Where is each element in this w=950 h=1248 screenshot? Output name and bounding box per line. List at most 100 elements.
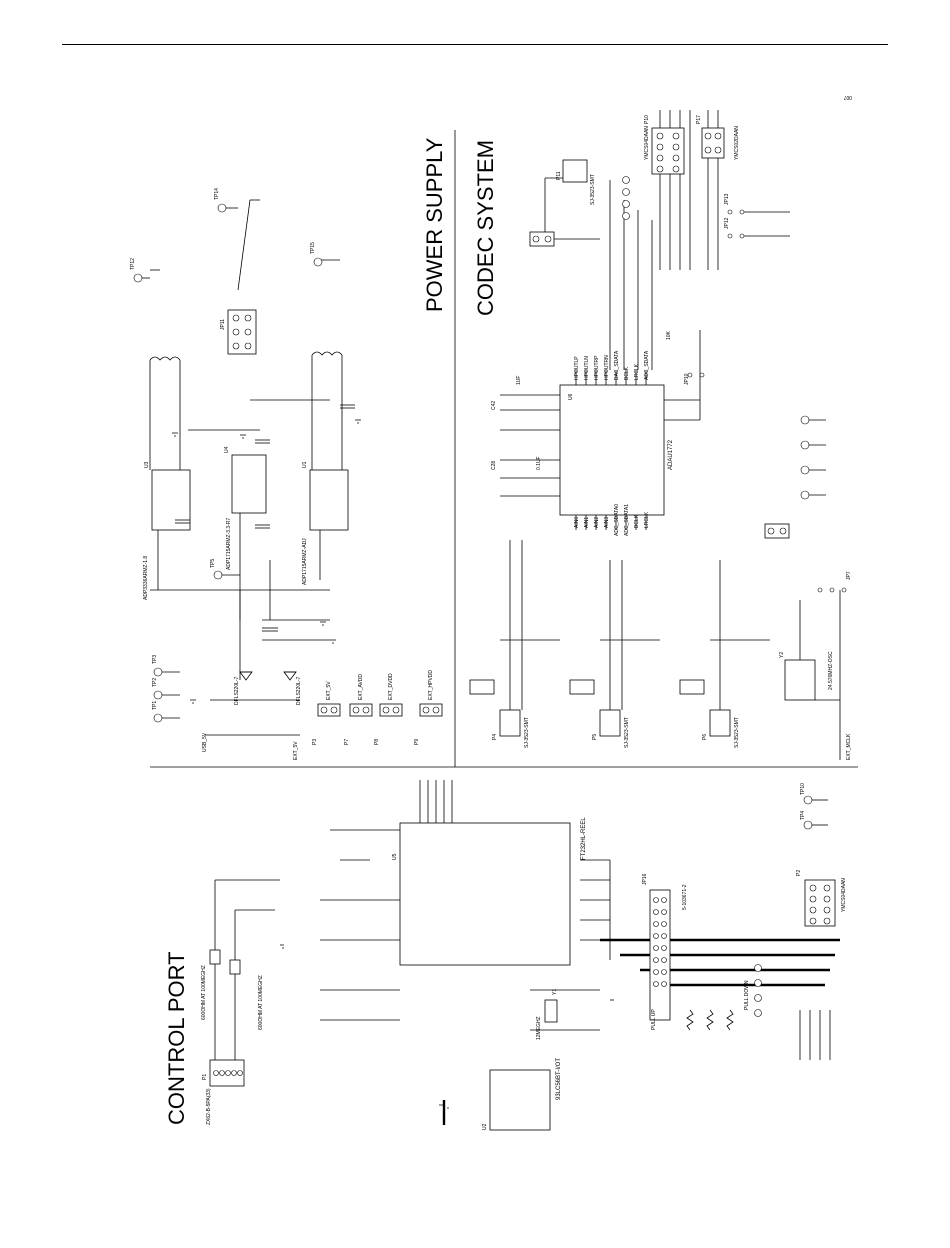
svg-text:P2: P2 xyxy=(796,870,802,876)
header-p16-top xyxy=(529,231,600,247)
svg-text:P10: P10 xyxy=(644,115,650,124)
jumper-jp13: JP13 xyxy=(724,193,790,215)
testpoint-tp5: TP5 xyxy=(210,559,240,580)
codec-ic-u6: ADAU1772 U6 xyxy=(559,384,674,516)
testpoint-tp15: TP15 xyxy=(310,242,323,267)
svg-text:1UF: 1UF xyxy=(516,376,522,385)
svg-text:HPOUTRP: HPOUTRP xyxy=(594,355,600,380)
ftdi-decoupling xyxy=(320,829,400,1021)
svg-text:JP16: JP16 xyxy=(642,873,648,885)
ftdi-bus-lines xyxy=(419,780,840,987)
svg-text:HPOUTLP: HPOUTLP xyxy=(574,356,580,380)
svg-text:0.1UF: 0.1UF xyxy=(536,456,542,470)
input-header-p8: P8 EXT_DVDD xyxy=(374,673,403,745)
svg-text:EXT_HPVDD: EXT_HPVDD xyxy=(428,670,434,700)
svg-text:EXT_5V: EXT_5V xyxy=(293,741,299,760)
section-title-codec: CODEC SYSTEM xyxy=(473,140,498,316)
testpoints-control-bottom xyxy=(754,964,762,1017)
pull-resistors: PULL UP PULL DOWN xyxy=(651,980,750,1031)
analog-input-chains xyxy=(469,540,770,710)
svg-text:P1: P1 xyxy=(202,1074,208,1080)
svg-text:600OHM AT 100MEGHZ: 600OHM AT 100MEGHZ xyxy=(258,975,264,1030)
svg-text:93LC56BT-I/OT: 93LC56BT-I/OT xyxy=(556,1058,562,1100)
svg-text:P9: P9 xyxy=(414,739,420,745)
svg-text:HPOUTRN: HPOUTRN xyxy=(604,355,610,380)
svg-text:ADAU1772: ADAU1772 xyxy=(668,439,674,470)
svg-text:HPOUTLN: HPOUTLN xyxy=(584,356,590,380)
svg-text:ADP1715ARMZ-ADJ: ADP1715ARMZ-ADJ xyxy=(302,538,308,585)
svg-text:12MEGHZ: 12MEGHZ xyxy=(536,1016,542,1040)
svg-text:TP5: TP5 xyxy=(210,559,216,568)
svg-text:10K: 10K xyxy=(666,330,672,340)
svg-text:EXT_AVDD: EXT_AVDD xyxy=(358,674,364,700)
svg-text:TP14: TP14 xyxy=(214,188,220,200)
svg-text:LRCLK: LRCLK xyxy=(644,511,650,528)
audio-jack-p4: P4 SJ-3523-SMT xyxy=(492,709,530,748)
svg-text:C42: C42 xyxy=(491,401,497,410)
svg-text:U3: U3 xyxy=(144,461,150,468)
svg-text:YMCS04DAAN: YMCS04DAAN xyxy=(841,878,847,912)
inductor-avdd xyxy=(149,356,181,470)
regulator-u1: ADP1715ARMZ-ADJ U1 xyxy=(302,461,349,585)
svg-text:SJ-3523-SMT: SJ-3523-SMT xyxy=(590,174,596,205)
audio-jack-p11: P11 SJ-3523-SMT xyxy=(544,159,596,238)
capacitors-power xyxy=(175,404,355,632)
codec-pins-bottom: AIN0 AIN1 AIN2 AIN3 ADC_SDATA0 ADC_SDATA… xyxy=(574,504,650,536)
svg-text:TP2: TP2 xyxy=(152,678,158,687)
header-rule xyxy=(62,44,888,45)
svg-text:AIN1: AIN1 xyxy=(584,517,590,528)
input-header-p3: P3 EXT_5V xyxy=(312,681,341,745)
header-p2: YMCS04DAAN P2 xyxy=(796,870,847,927)
svg-text:P7: P7 xyxy=(344,739,350,745)
input-header-p9: P9 EXT_HPVDD xyxy=(414,670,443,745)
diode-d2: DFLS220L-7 xyxy=(283,671,302,705)
svg-text:EXT_DVDD: EXT_DVDD xyxy=(388,673,394,700)
input-header-p7: P7 EXT_AVDD xyxy=(344,674,373,745)
testpoints-control: TP4 TP10 xyxy=(800,783,828,830)
svg-text:YMCS04DAAN: YMCS04DAAN xyxy=(644,126,650,160)
svg-text:TP10: TP10 xyxy=(800,783,806,795)
svg-text:AIN3: AIN3 xyxy=(604,517,610,528)
svg-text:TP1: TP1 xyxy=(152,701,158,710)
svg-text:ADP3336ARMZ-1.8: ADP3336ARMZ-1.8 xyxy=(143,556,149,600)
section-title-control: CONTROL PORT xyxy=(164,951,189,1125)
svg-text:BCLK: BCLK xyxy=(624,366,630,380)
svg-text:PULL DOWN: PULL DOWN xyxy=(744,980,750,1010)
svg-text:SJ-3523-SMT: SJ-3523-SMT xyxy=(624,717,630,748)
svg-text:ADC_SDATA0: ADC_SDATA0 xyxy=(614,504,620,536)
svg-text:DFLS220L-7: DFLS220L-7 xyxy=(234,676,240,705)
svg-text:ADC_SDATA1: ADC_SDATA1 xyxy=(624,504,630,536)
section-title-power: POWER SUPPLY xyxy=(422,137,447,312)
svg-text:P5: P5 xyxy=(592,734,598,740)
testpoints-codec-right xyxy=(800,415,826,500)
svg-text:P11: P11 xyxy=(556,171,562,180)
svg-text:5-103671-2: 5-103671-2 xyxy=(682,884,688,910)
ferrite-e2: 600OHM AT 100MEGHZ xyxy=(229,910,264,1060)
svg-text:ZX62-B-5PA(33): ZX62-B-5PA(33) xyxy=(206,1088,212,1125)
regulator-u3: ADP3336ARMZ-1.8 U3 xyxy=(143,461,191,600)
svg-text:U6: U6 xyxy=(568,393,574,400)
svg-text:DFLS220L-7: DFLS220L-7 xyxy=(296,676,302,705)
header-p16-bottom xyxy=(764,523,790,539)
codec-pin-stubs xyxy=(575,370,647,530)
audio-jack-p6: P6 SJ-3523-SMT xyxy=(702,709,740,748)
svg-text:DAC_SDATA: DAC_SDATA xyxy=(614,350,620,380)
svg-text:TP3: TP3 xyxy=(152,655,158,664)
svg-text:SJ-3523-SMT: SJ-3523-SMT xyxy=(524,717,530,748)
svg-text:AIN2: AIN2 xyxy=(594,517,600,528)
svg-text:AIN0: AIN0 xyxy=(574,517,580,528)
ground-symbols-control xyxy=(280,944,614,1125)
svg-text:P3: P3 xyxy=(312,739,318,745)
svg-text:U2: U2 xyxy=(482,1123,488,1130)
svg-text:P4: P4 xyxy=(492,734,498,740)
svg-text:U4: U4 xyxy=(224,446,230,453)
svg-text:SJ-3523-SMT: SJ-3523-SMT xyxy=(734,717,740,748)
svg-text:600OHM AT 100MEGHZ: 600OHM AT 100MEGHZ xyxy=(201,965,207,1020)
svg-text:P8: P8 xyxy=(374,739,380,745)
jumper-jp12: JP12 xyxy=(724,217,790,239)
usb-bridge-u5: FT232HL-REEL U5 xyxy=(392,817,587,966)
svg-text:C28: C28 xyxy=(491,461,497,470)
testpoints-codec-outputs xyxy=(622,176,630,220)
svg-text:JP13: JP13 xyxy=(724,193,730,205)
eeprom-u2: 93LC56BT-I/OT U2 xyxy=(482,1058,562,1131)
